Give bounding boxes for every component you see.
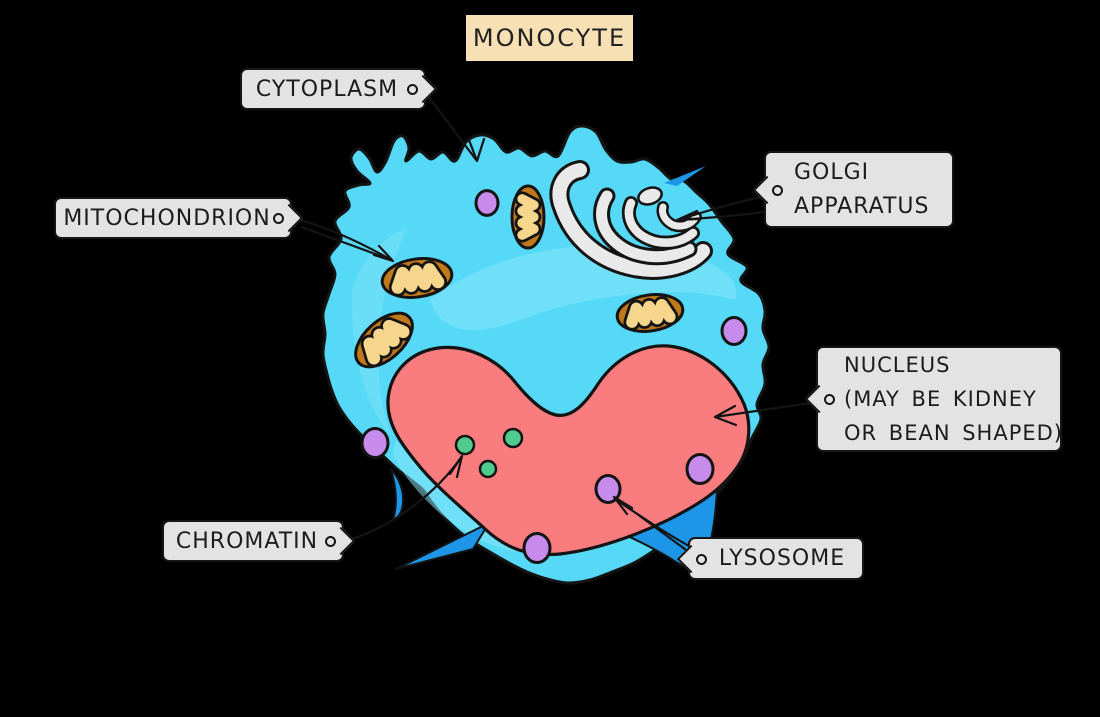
lysosome-group	[360, 189, 748, 565]
chromatin-dot	[478, 459, 498, 479]
tag-hole-icon	[772, 184, 783, 196]
lysosome-arrow	[612, 495, 702, 560]
tag-hole-icon	[273, 213, 284, 224]
label-chromatin-text: CHROMATIN	[175, 528, 319, 554]
nucleus-arrow	[713, 400, 820, 427]
label-golgi-line2: APPARATUS	[794, 193, 930, 219]
lysosome-shape	[685, 452, 715, 486]
mitochondria-group	[354, 184, 685, 369]
lysosome-shape	[360, 426, 390, 460]
mitochondrion-shape	[615, 293, 685, 333]
mitochondrion-shape	[510, 184, 546, 250]
golgi-apparatus-shape	[549, 160, 713, 280]
mitochondrion-arrow	[295, 217, 395, 263]
lysosome-shape	[522, 531, 552, 565]
label-golgi-apparatus: GOLGI APPARATUS	[752, 151, 954, 228]
mitochondrion-shape	[380, 257, 454, 299]
diagram-title: MONOCYTE	[466, 15, 633, 61]
label-mitochondrion: MITOCHONDRION	[54, 197, 304, 239]
label-nucleus-line3: OR BEAN SHAPED)	[844, 421, 1064, 445]
label-nucleus-line1: NUCLEUS	[844, 353, 951, 377]
pseudopod-shape	[395, 522, 490, 570]
tag-hole-icon	[824, 394, 835, 405]
tag-hole-icon	[325, 536, 336, 547]
golgi-vesicle	[637, 186, 663, 206]
lysosome-shape	[720, 316, 748, 346]
label-chromatin: CHROMATIN	[162, 520, 356, 562]
chromatin-dots-group	[454, 427, 524, 479]
tag-hole-icon	[407, 84, 418, 95]
lysosome-shape	[474, 189, 500, 217]
pseudopod-shape	[390, 468, 405, 521]
label-nucleus: NUCLEUS (MAY BE KIDNEY OR BEAN SHAPED)	[804, 346, 1064, 452]
label-arrows	[295, 94, 820, 560]
golgi-arrow	[675, 194, 772, 222]
label-nucleus-line2: (MAY BE KIDNEY	[844, 387, 1037, 411]
label-lysosome-text: LYSOSOME	[718, 546, 846, 571]
tag-hole-icon	[696, 553, 707, 565]
pseudopod-shape	[664, 166, 706, 186]
lysosome-shape	[594, 474, 622, 504]
label-cytoplasm-text: CYTOPLASM	[255, 76, 399, 102]
chromatin-dot	[502, 427, 524, 449]
label-lysosome: LYSOSOME	[676, 537, 864, 580]
nucleus-shape	[386, 344, 751, 557]
chromatin-arrow	[350, 454, 464, 541]
chromatin-dot	[454, 434, 476, 456]
label-mitochondrion-text: MITOCHONDRION	[63, 205, 271, 231]
mitochondrion-shape	[354, 311, 414, 369]
cytoplasm-arrow	[426, 94, 486, 163]
label-cytoplasm: CYTOPLASM	[240, 68, 438, 110]
label-golgi-line1: GOLGI	[794, 159, 870, 185]
